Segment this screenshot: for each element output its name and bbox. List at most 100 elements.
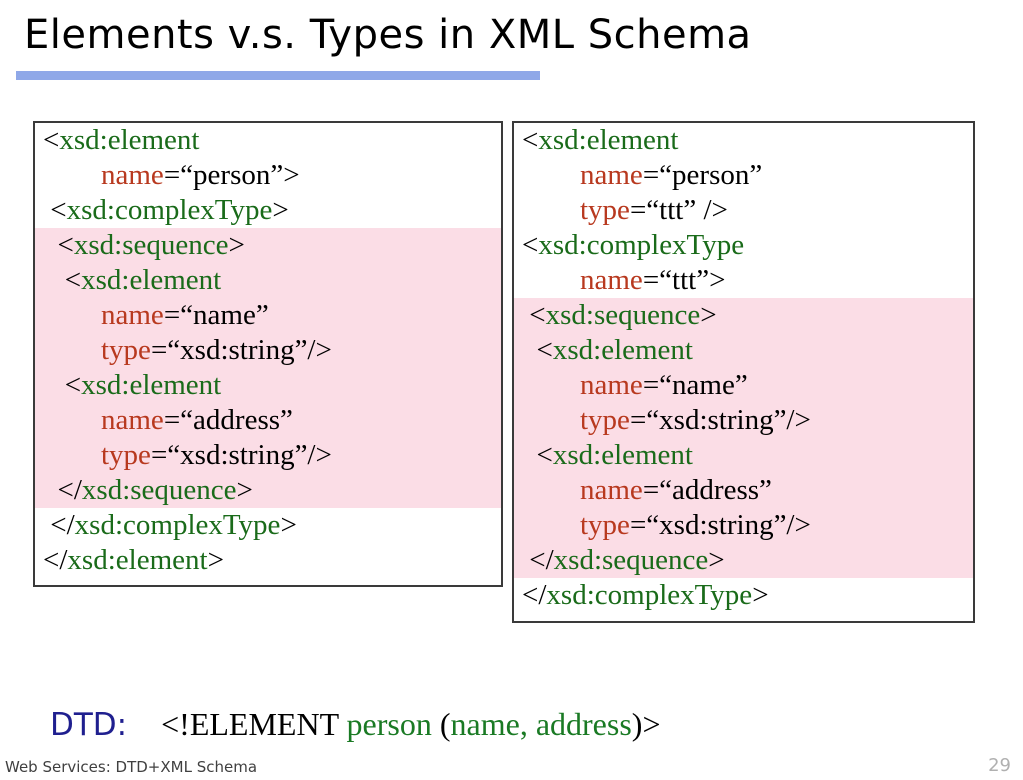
left-code-line: </xsd:complexType>	[35, 508, 501, 543]
dtd-code: <!ELEMENT person (name, address)>	[161, 706, 660, 742]
code-token-attr: type	[580, 194, 630, 226]
code-token-attr: name	[580, 264, 643, 296]
right-code-line: type=“xsd:string”/>	[514, 508, 973, 543]
dtd-row: DTD: <!ELEMENT person (name, address)>	[50, 706, 660, 743]
left-code-line: </xsd:sequence>	[35, 473, 501, 508]
left-code-line: <xsd:element	[35, 263, 501, 298]
code-token-punct: >	[280, 509, 297, 541]
page-number: 29	[988, 755, 1011, 776]
code-token-punct: </	[43, 544, 68, 576]
left-code-line: name=“name”	[35, 298, 501, 333]
right-code-line: </xsd:sequence>	[514, 543, 973, 578]
right-code-line: <xsd:element	[514, 123, 973, 158]
code-token-punct	[43, 404, 101, 436]
code-token-punct: >	[700, 299, 717, 331]
right-code-line: name=“name”	[514, 368, 973, 403]
title-underline-bar	[16, 71, 540, 80]
code-token-punct: >	[752, 579, 769, 611]
code-token-punct: >	[228, 229, 245, 261]
right-code-line: name=“ttt”>	[514, 263, 973, 298]
left-code-line: <xsd:sequence>	[35, 228, 501, 263]
code-token-punct	[43, 334, 101, 366]
right-code-line: <xsd:element	[514, 333, 973, 368]
code-token-punct	[522, 369, 580, 401]
right-code-line: <xsd:sequence>	[514, 298, 973, 333]
code-box-element-inline: <xsd:element name=“person”> <xsd:complex…	[33, 121, 503, 587]
code-token-attr: type	[101, 334, 151, 366]
code-token-attr: name	[580, 474, 643, 506]
right-code-line: <xsd:element	[514, 438, 973, 473]
code-token-punct: <	[43, 194, 67, 226]
code-token-punct: >	[207, 544, 224, 576]
code-token-punct: <	[43, 369, 82, 401]
code-token-punct: =“xsd:string”/>	[629, 404, 811, 436]
left-code-line: name=“person”>	[35, 158, 501, 193]
dtd-token-green: name, address	[450, 706, 632, 742]
code-token-tag: xsd:element	[552, 334, 693, 366]
code-token-tag: xsd:complexType	[546, 579, 753, 611]
left-code-line: name=“address”	[35, 403, 501, 438]
dtd-label: DTD:	[50, 707, 128, 743]
code-token-tag: xsd:complexType	[74, 509, 281, 541]
code-token-punct: <	[522, 229, 539, 261]
code-token-punct: =“xsd:string”/>	[150, 439, 332, 471]
code-token-punct: =“address”	[642, 474, 772, 506]
right-code-line: name=“address”	[514, 473, 973, 508]
code-token-punct	[43, 439, 101, 471]
code-token-tag: xsd:complexType	[66, 194, 273, 226]
right-code-line: <xsd:complexType	[514, 228, 973, 263]
dtd-token-punct: )>	[631, 706, 661, 742]
code-token-punct: </	[43, 509, 75, 541]
code-token-attr: type	[580, 404, 630, 436]
code-token-tag: xsd:element	[59, 124, 200, 156]
code-token-attr: name	[580, 159, 643, 191]
footer-text: Web Services: DTD+XML Schema	[5, 758, 258, 776]
code-token-punct: =“xsd:string”/>	[150, 334, 332, 366]
code-token-punct: =“person”	[642, 159, 763, 191]
right-code-line: name=“person”	[514, 158, 973, 193]
left-code-line: type=“xsd:string”/>	[35, 438, 501, 473]
left-code-line: <xsd:complexType>	[35, 193, 501, 228]
left-code-line: type=“xsd:string”/>	[35, 333, 501, 368]
code-token-punct: <	[522, 439, 553, 471]
code-token-punct	[522, 264, 580, 296]
code-token-attr: type	[580, 509, 630, 541]
code-token-punct: =“xsd:string”/>	[629, 509, 811, 541]
code-token-punct	[43, 299, 101, 331]
dtd-token-green: person	[346, 706, 432, 742]
code-token-punct: <	[43, 264, 82, 296]
code-token-punct	[522, 194, 580, 226]
left-code-line: <xsd:element	[35, 123, 501, 158]
code-token-punct	[522, 509, 580, 541]
right-code-line: type=“ttt” />	[514, 193, 973, 228]
code-token-punct: </	[43, 474, 82, 506]
code-token-punct: =“name”	[642, 369, 748, 401]
code-token-punct: <	[522, 124, 539, 156]
code-token-punct: </	[522, 579, 547, 611]
code-token-attr: name	[580, 369, 643, 401]
code-token-punct: >	[708, 544, 725, 576]
left-code-line: <xsd:element	[35, 368, 501, 403]
code-token-tag: xsd:element	[67, 544, 208, 576]
code-token-punct: >	[236, 474, 253, 506]
code-token-punct: =“name”	[163, 299, 269, 331]
dtd-token-punct: <!ELEMENT	[161, 706, 347, 742]
code-token-punct: =“ttt”>	[642, 264, 726, 296]
left-code-line: </xsd:element>	[35, 543, 501, 578]
code-token-punct: =“person”>	[163, 159, 300, 191]
code-token-punct: =“address”	[163, 404, 293, 436]
page-title: Elements v.s. Types in XML Schema	[24, 12, 752, 58]
code-token-punct: =“ttt” />	[629, 194, 728, 226]
right-code-line: </xsd:complexType>	[514, 578, 973, 613]
code-token-punct: <	[522, 334, 553, 366]
code-token-tag: xsd:sequence	[73, 229, 229, 261]
code-token-tag: xsd:complexType	[538, 229, 745, 261]
code-token-tag: xsd:sequence	[81, 474, 237, 506]
code-token-punct: >	[272, 194, 289, 226]
code-token-punct	[522, 474, 580, 506]
code-token-tag: xsd:element	[81, 369, 222, 401]
code-token-tag: xsd:sequence	[553, 544, 709, 576]
code-token-attr: type	[101, 439, 151, 471]
code-token-attr: name	[101, 404, 164, 436]
code-token-punct	[522, 159, 580, 191]
